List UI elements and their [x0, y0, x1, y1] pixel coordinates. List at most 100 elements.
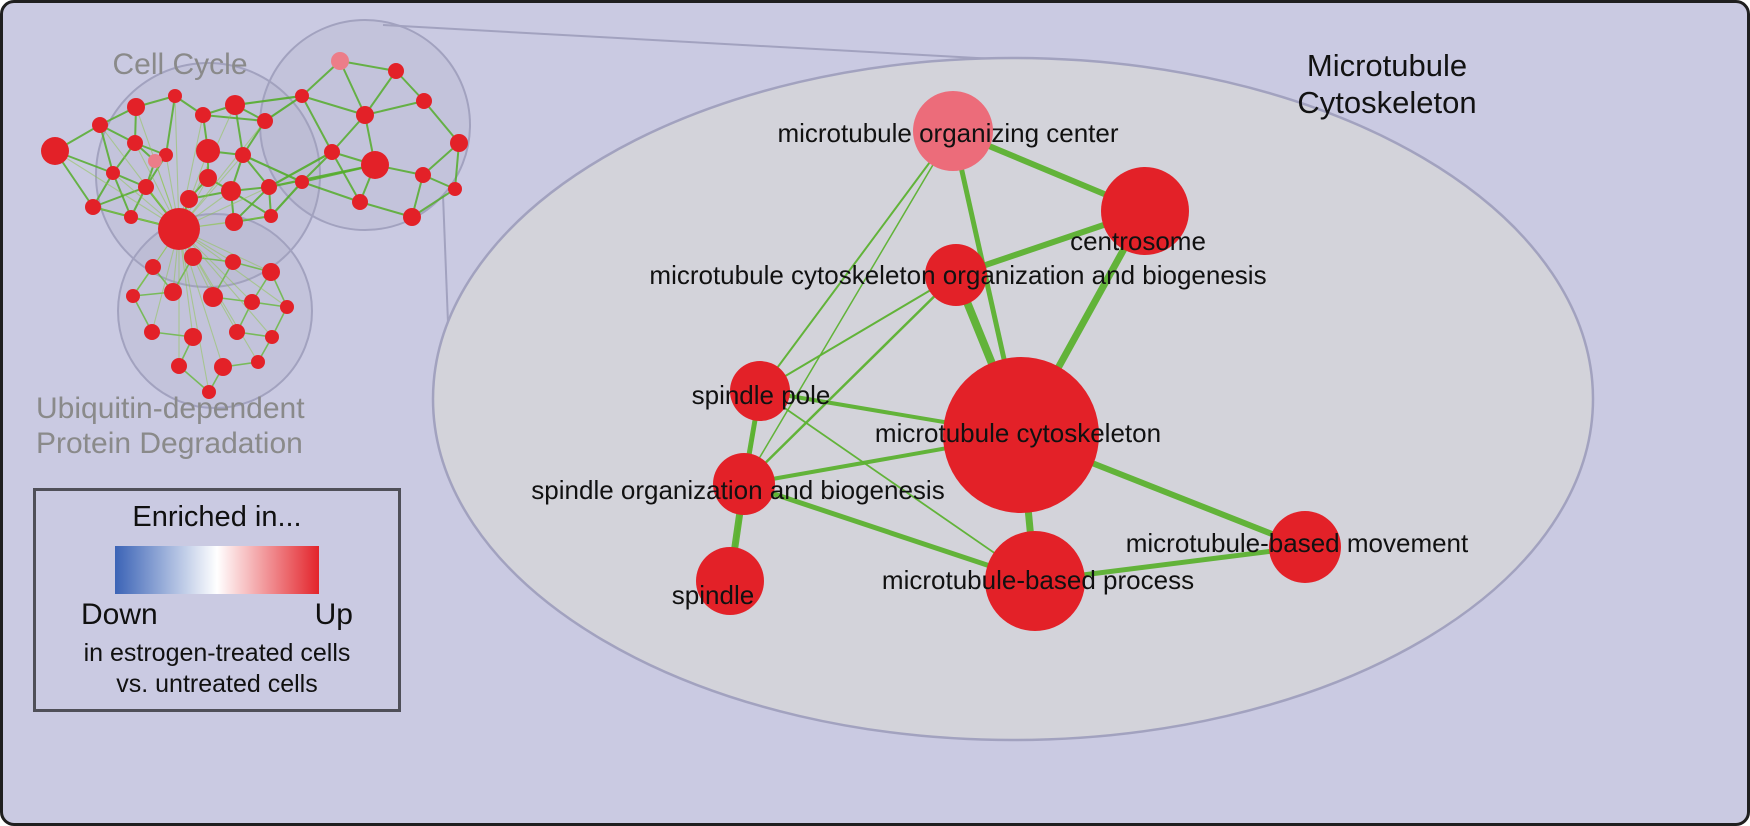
node-label-spindle: spindle — [672, 580, 754, 610]
overview-node — [361, 151, 389, 179]
overview-node — [295, 175, 309, 189]
overview-node — [203, 287, 223, 307]
cross-cluster-edge — [268, 151, 333, 188]
overview-node — [145, 259, 161, 275]
cross-cluster-edge — [270, 181, 303, 217]
node-spindle-org — [713, 453, 775, 515]
overview-node — [264, 209, 278, 223]
overview-node — [199, 169, 217, 187]
overview-edge — [301, 95, 333, 153]
overview-edge — [339, 60, 366, 116]
legend-title: Enriched in... — [132, 501, 302, 533]
overview-edge — [301, 181, 361, 203]
overview-node — [415, 167, 431, 183]
node-label-mtproc: microtubule-based process — [882, 565, 1194, 595]
detail-edge-moc-spindle-pole — [759, 130, 954, 392]
overview-node — [403, 208, 421, 226]
overview-node — [448, 182, 462, 196]
legend-end-labels: Down Up — [81, 598, 353, 632]
overview-edge — [331, 151, 361, 203]
cell-cycle-cluster-label: Cell Cycle — [112, 48, 248, 81]
node-mtcyto — [943, 357, 1099, 513]
overview-node — [202, 385, 216, 399]
detail-title-line2: Cytoskeleton — [1297, 85, 1477, 120]
overview-node — [225, 213, 243, 231]
node-mtorg — [925, 244, 987, 306]
overview-node — [265, 330, 279, 344]
overview-node — [171, 358, 187, 374]
overview-node — [85, 199, 101, 215]
detail-edge-spindle-pole-mtproc — [759, 390, 1036, 582]
legend-caption: in estrogen-treated cells vs. untreated … — [36, 638, 398, 700]
overview-node — [221, 181, 241, 201]
overview-edge — [99, 124, 114, 174]
overview-edge — [301, 95, 366, 116]
overview-node — [106, 166, 120, 180]
legend-gradient-bar — [115, 546, 319, 594]
node-moc — [913, 91, 993, 171]
overview-edge — [202, 114, 266, 122]
legend-up-label: Up — [314, 598, 353, 631]
node-label-moc: microtubule organizing center — [777, 118, 1118, 148]
node-spindle-pole — [730, 361, 790, 421]
legend-down-label: Down — [81, 598, 158, 631]
ubiquitin-cluster-label: Ubiquitin-dependent Protein Degradation — [36, 391, 305, 461]
node-label-spindle-pole: spindle pole — [692, 380, 831, 410]
overview-node — [159, 148, 173, 162]
detail-edge-mtorg-spindle-org — [743, 274, 957, 485]
overview-node — [127, 98, 145, 116]
node-label-mtmove: microtubule-based movement — [1126, 528, 1469, 558]
detail-edge-mtorg-spindle-pole — [759, 274, 957, 392]
hub-fan-edge — [178, 120, 266, 230]
overview-node — [41, 137, 69, 165]
legend-caption-line1: in estrogen-treated cells — [83, 639, 351, 667]
overview-node — [124, 210, 138, 224]
overview-node — [225, 254, 241, 270]
zoom-cone-line — [442, 194, 449, 324]
overview-node — [251, 355, 265, 369]
hub-fan-edge — [174, 95, 180, 230]
overview-node — [244, 294, 260, 310]
overview-node — [148, 154, 162, 168]
node-label-centrosome: centrosome — [1070, 226, 1206, 256]
overview-node — [261, 179, 277, 195]
hub-fan-edge — [178, 228, 210, 393]
overview-node — [184, 248, 202, 266]
hub-fan-edge — [54, 150, 180, 230]
cross-cluster-edge — [268, 163, 376, 189]
node-mtproc — [985, 531, 1085, 631]
overview-edge — [364, 100, 425, 116]
overview-edge — [339, 60, 397, 72]
overview-node — [388, 63, 404, 79]
cross-cluster-edge — [242, 153, 303, 184]
hub-fan-edge — [178, 228, 273, 338]
overview-node — [416, 93, 432, 109]
legend-caption-line2: vs. untreated cells — [116, 670, 318, 698]
overview-node — [214, 358, 232, 376]
overview-node — [127, 135, 143, 151]
overview-edge — [92, 186, 147, 208]
overview-node — [184, 328, 202, 346]
overview-node — [352, 194, 368, 210]
overview-node — [158, 208, 200, 250]
network-figure-svg: microtubule organizing center centrosome m… — [41, 19, 1595, 742]
overview-node — [195, 107, 211, 123]
overview-node — [450, 134, 468, 152]
detail-edge-spindle-org-mtproc — [743, 481, 1036, 584]
overview-node — [138, 179, 154, 195]
node-spindle — [696, 547, 764, 615]
overview-node — [164, 283, 182, 301]
zoom-cone-line — [382, 24, 1014, 61]
overview-edge — [359, 201, 413, 218]
overview-node — [295, 89, 309, 103]
overview-node — [92, 117, 108, 133]
overview-node — [356, 106, 374, 124]
overview-node — [280, 300, 294, 314]
enrichment-legend: Enriched in... Down Up in estrogen-treat… — [33, 488, 401, 712]
overview-node — [126, 289, 140, 303]
ubiquitin-label-line2: Protein Degradation — [36, 427, 303, 460]
detail-title-line1: Microtubule — [1306, 48, 1468, 83]
overview-node — [196, 139, 220, 163]
node-label-spindle-org: spindle organization and biogenesis — [531, 475, 944, 505]
overview-node — [262, 263, 280, 281]
